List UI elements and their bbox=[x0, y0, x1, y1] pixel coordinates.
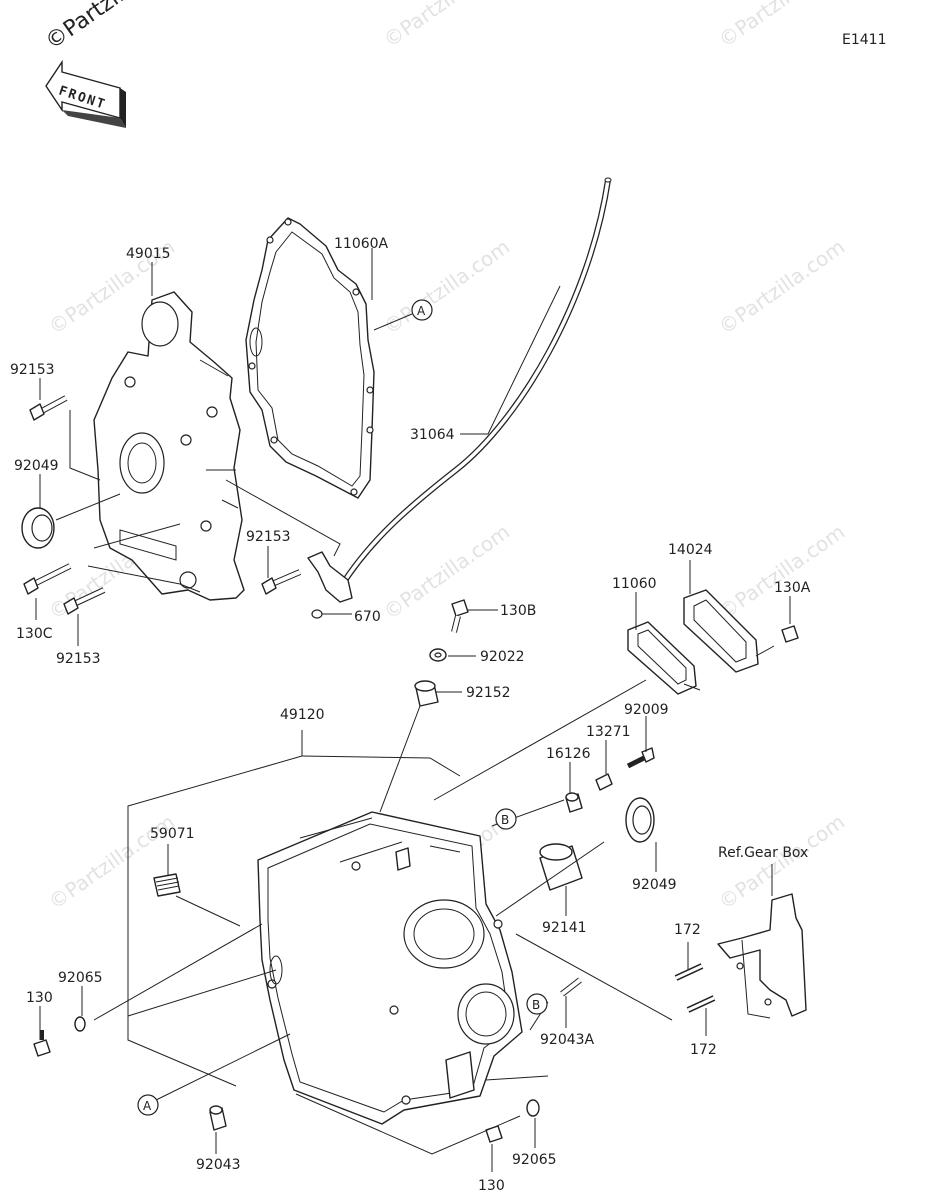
crankcase-49120 bbox=[257, 811, 523, 1125]
part-label: 92153 bbox=[56, 651, 101, 667]
svg-text:B: B bbox=[532, 998, 540, 1012]
callout-b-top: B bbox=[495, 808, 517, 830]
watermark: ©Partzilla.com bbox=[379, 235, 514, 340]
part-label: 92141 bbox=[542, 920, 587, 936]
washer-92065-bottom bbox=[526, 1099, 540, 1117]
part-label: 670 bbox=[354, 609, 381, 625]
stud-172-top bbox=[674, 963, 704, 981]
washer-92065-left bbox=[74, 1016, 86, 1032]
part-label: 11060 bbox=[612, 576, 657, 592]
bushing-92141 bbox=[539, 843, 583, 891]
pin-92043 bbox=[209, 1105, 227, 1131]
part-label: 13271 bbox=[586, 724, 631, 740]
bolt-92153-bottom bbox=[63, 587, 106, 615]
washer-92022 bbox=[429, 648, 447, 662]
part-label: 130C bbox=[16, 626, 53, 642]
part-label: 92043A bbox=[540, 1032, 595, 1048]
breather-cover-14024 bbox=[683, 589, 759, 673]
part-label: 172 bbox=[674, 922, 701, 938]
breather-59071 bbox=[153, 873, 181, 897]
part-labels: 49015 11060A 92153 92049 130C 92153 9215… bbox=[10, 236, 811, 1194]
part-label: 92049 bbox=[632, 877, 677, 893]
dowel-16126 bbox=[565, 792, 583, 813]
watermark: ©Partzilla.com bbox=[714, 235, 849, 340]
part-label: 92065 bbox=[58, 970, 103, 986]
part-label: 92009 bbox=[624, 702, 669, 718]
part-label: 31064 bbox=[410, 427, 455, 443]
part-label: 92049 bbox=[14, 458, 59, 474]
svg-text:A: A bbox=[417, 304, 426, 318]
part-label: 130 bbox=[26, 990, 53, 1006]
part-label: 16126 bbox=[546, 746, 591, 762]
part-label: 92153 bbox=[246, 529, 291, 545]
gasket-11060 bbox=[627, 621, 697, 695]
gear-box-bracket bbox=[717, 893, 807, 1019]
bolt-130A bbox=[781, 625, 799, 643]
part-label: 130B bbox=[500, 603, 536, 619]
bolt-130C bbox=[23, 563, 72, 595]
part-label: Ref.Gear Box bbox=[718, 845, 808, 861]
callout-b-bottom: B bbox=[526, 993, 548, 1015]
part-label: 49120 bbox=[280, 707, 325, 723]
watermark: ©Partzilla.com bbox=[379, 520, 514, 625]
svg-text:A: A bbox=[143, 1099, 152, 1113]
part-label: 92152 bbox=[466, 685, 511, 701]
bolt-130B bbox=[451, 599, 469, 633]
leader-lines bbox=[35, 248, 791, 1172]
watermark: ©Partzilla.com bbox=[714, 0, 849, 52]
part-label: 59071 bbox=[150, 826, 195, 842]
part-label: 172 bbox=[690, 1042, 717, 1058]
part-label: 92043 bbox=[196, 1157, 241, 1173]
part-label: 92022 bbox=[480, 649, 525, 665]
gasket-11060A bbox=[245, 217, 375, 499]
stud-172-bottom bbox=[686, 995, 716, 1013]
corner-watermark: ©Partzilla bbox=[41, 0, 144, 55]
pin-92043A bbox=[560, 977, 582, 997]
oil-seal-92049-right bbox=[625, 797, 655, 843]
watermark: ©Partzilla.com bbox=[379, 0, 514, 52]
part-label: 14024 bbox=[668, 542, 713, 558]
callout-a-bottom: A bbox=[137, 1094, 159, 1116]
dipstick-tube-31064 bbox=[307, 177, 612, 619]
bolt-130-left bbox=[33, 1030, 51, 1057]
bolt-92153-mid bbox=[261, 569, 302, 595]
part-label: 49015 bbox=[126, 246, 171, 262]
bolt-130-bottom bbox=[485, 1125, 503, 1143]
part-label: 92065 bbox=[512, 1152, 557, 1168]
bolt-92009 bbox=[626, 747, 655, 769]
timing-cover-49015 bbox=[93, 291, 245, 601]
callout-a-top: A bbox=[411, 299, 433, 321]
oil-seal-92049-left bbox=[21, 507, 55, 549]
part-label: 92153 bbox=[10, 362, 55, 378]
bolt-92153-top bbox=[29, 395, 68, 421]
cap-92152 bbox=[414, 680, 439, 707]
svg-text:B: B bbox=[501, 813, 509, 827]
part-label: 130 bbox=[478, 1178, 505, 1194]
watermark: ©Partzilla.com bbox=[714, 520, 849, 625]
part-label: 130A bbox=[774, 580, 811, 596]
front-arrow-icon: FRONT bbox=[45, 59, 126, 128]
clip-13271 bbox=[595, 773, 613, 791]
diagram-code: E1411 bbox=[842, 32, 886, 48]
part-label: 11060A bbox=[334, 236, 389, 252]
